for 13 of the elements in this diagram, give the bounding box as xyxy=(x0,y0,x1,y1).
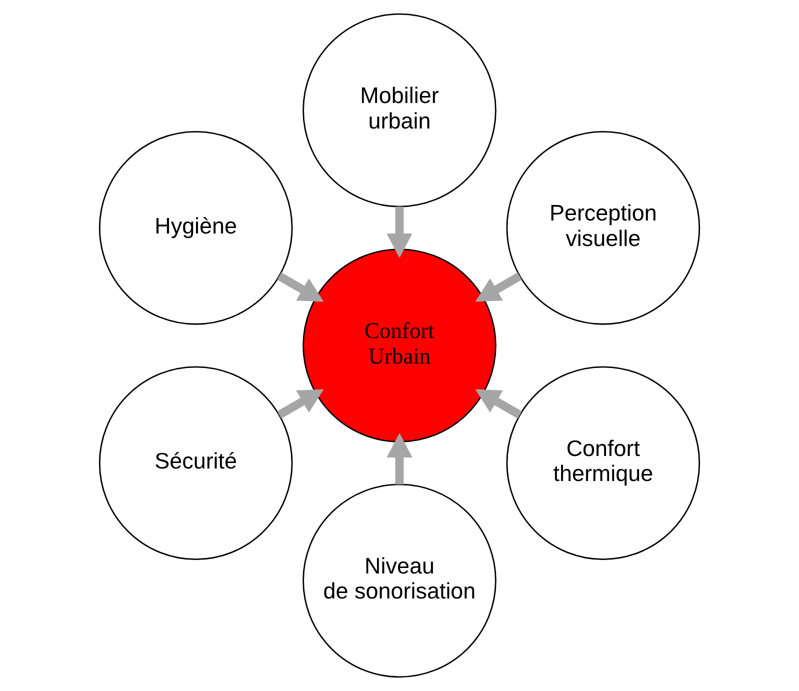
node-circle: Mobilier urbain xyxy=(302,13,496,208)
arrow xyxy=(475,272,522,302)
node-circle: Confort Urbain xyxy=(302,248,496,442)
node-circle: Hygiène xyxy=(98,131,293,325)
arrow xyxy=(386,433,412,484)
node-circle: Confort thermique xyxy=(506,366,700,560)
node-circle: Perception visuelle xyxy=(506,131,700,325)
node-circle: Sécurité xyxy=(98,366,293,560)
arrow xyxy=(277,272,324,302)
arrow xyxy=(386,206,412,258)
arrow xyxy=(277,389,324,419)
arrow xyxy=(475,389,522,419)
node-circle: Niveau de sonorisation xyxy=(302,484,496,678)
